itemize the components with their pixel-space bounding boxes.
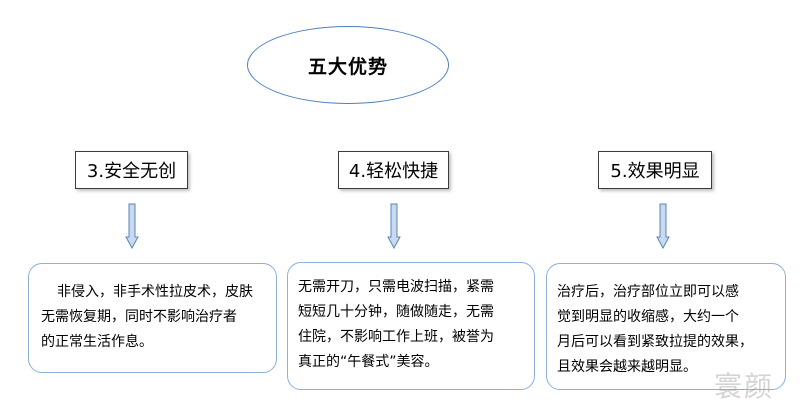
description-box-effect: 治疗后，治疗部位立即可以感 觉到明显的收缩感，大约一个 月后可以看到紧致拉提的效…: [546, 263, 786, 390]
description-box-safety: 非侵入，非手术性拉皮术，皮肤 无需恢复期，同时不影响治疗者 的正常生活作息。: [28, 263, 277, 373]
description-line: 且效果会越来越明显。: [557, 359, 697, 375]
description-line: 无需开刀，只需电波扫描，紧需: [298, 279, 494, 295]
description-line: 觉到明显的收缩感，大约一个: [557, 309, 739, 325]
description-box-speed: 无需开刀，只需电波扫描，紧需 短短几十分钟，随做随走，无需 住院，不影响工作上班…: [287, 262, 535, 390]
heading-box-speed: 4.轻松快捷: [338, 151, 449, 189]
watermark: 寰颜: [713, 370, 774, 403]
heading-text: 4.轻松快捷: [348, 161, 439, 182]
description-line: 真正的“午餐式”美容。: [298, 354, 439, 370]
description-line: 治疗后，治疗部位立即可以感: [557, 284, 739, 300]
heading-box-safety: 3.安全无创: [75, 151, 188, 189]
down-arrow-icon: [387, 203, 401, 249]
description-line: 非侵入，非手术性拉皮术，皮肤: [57, 284, 253, 300]
description-line: 的正常生活作息。: [41, 334, 153, 350]
description-line: 月后可以看到紧致拉提的效果，: [557, 334, 753, 350]
heading-text: 5.效果明显: [610, 161, 700, 182]
description-line: 住院，不影响工作上班，被誉为: [298, 329, 494, 345]
diagram-title: 五大优势: [307, 55, 388, 78]
heading-text: 3.安全无创: [86, 161, 177, 182]
heading-box-effect: 5.效果明显: [598, 151, 712, 189]
down-arrow-icon: [656, 203, 670, 249]
title-ellipse: 五大优势: [247, 26, 449, 104]
description-line: 无需恢复期，同时不影响治疗者: [41, 309, 237, 325]
description-line: 短短几十分钟，随做随走，无需: [298, 304, 494, 320]
down-arrow-icon: [125, 203, 139, 249]
